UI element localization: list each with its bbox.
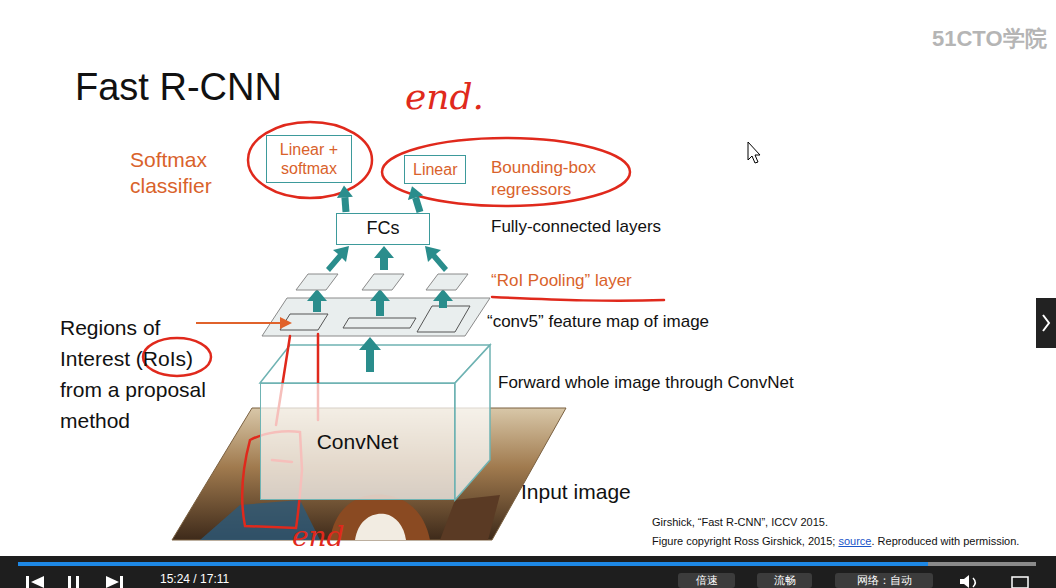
handwritten-note: end.: [405, 76, 484, 117]
side-label: “conv5” feature map of image: [487, 312, 709, 332]
handwritten-note: end: [292, 520, 345, 553]
player-button: 倍速: [678, 573, 735, 588]
block-arrow: [337, 185, 353, 212]
node-text: Linear: [413, 160, 457, 179]
side-label: Regions of Interest (RoIs) from a propos…: [60, 312, 232, 436]
node-text: Linear + softmax: [270, 140, 348, 178]
arrow-shaft: [345, 197, 346, 212]
linear-box: Linear: [404, 155, 466, 184]
citation-line: Figure copyright Ross Girshick, 2015;sou…: [652, 531, 1019, 549]
side-label: Bounding-box regressors: [491, 157, 617, 201]
citation: . Reproduced with permission.: [871, 535, 1019, 547]
time-display: 15:24 / 17:11: [160, 572, 229, 586]
arrow-shaft: [416, 198, 420, 212]
arrow-head: [408, 186, 423, 200]
citation: Figure copyright Ross Girshick, 2015;: [652, 535, 835, 547]
fc-box: FCs: [336, 213, 430, 245]
convnet-box: ConvNet: [260, 383, 455, 500]
citation: Girshick, “Fast R-CNN”, ICCV 2015.: [652, 516, 828, 528]
side-label: “RoI Pooling” layer: [491, 271, 632, 291]
linear-box: Linear + softmax: [266, 135, 352, 183]
node-text: ConvNet: [317, 429, 399, 454]
block-arrow: [408, 186, 423, 212]
player-button: 网络：自动: [835, 573, 933, 588]
node-text: FCs: [341, 218, 425, 240]
side-label: Input image: [521, 480, 631, 504]
player-button: 流畅: [757, 573, 812, 588]
watermark: 51CTO学院: [932, 24, 1047, 54]
side-label: Softmax classifier: [130, 147, 242, 199]
side-label: Fully-connected layers: [491, 217, 661, 237]
slide-title: Fast R-CNN: [75, 66, 282, 109]
arrow-head: [337, 185, 353, 198]
side-label: Forward whole image through ConvNet: [498, 373, 794, 393]
citation-link: source: [838, 535, 871, 547]
